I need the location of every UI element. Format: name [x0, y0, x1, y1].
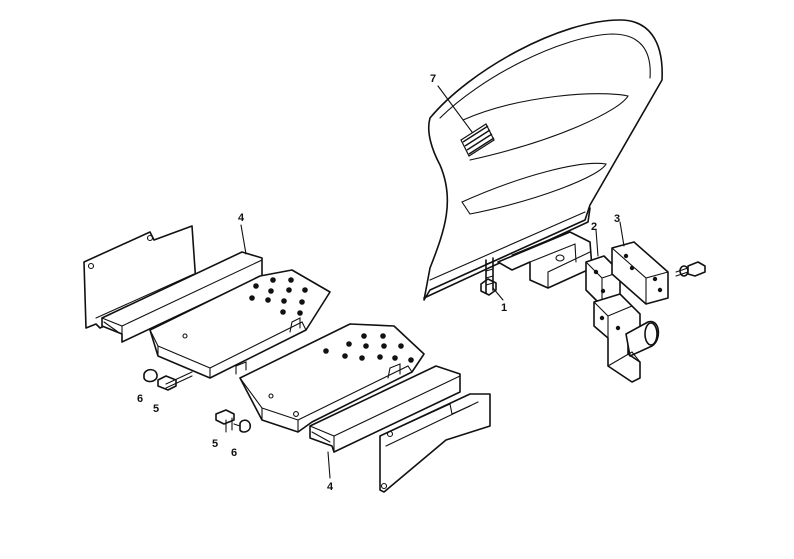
label-part-1: 1 [501, 302, 507, 314]
pivot-bracket [593, 293, 660, 383]
upper-side-cover [83, 225, 197, 329]
seat-back [423, 19, 663, 301]
bolt-part-1 [480, 257, 504, 301]
small-bolt-washer [675, 261, 706, 277]
upper-seat-plate [149, 269, 331, 379]
seat-mount-bracket [497, 231, 593, 289]
label-part-4-lower: 4 [327, 481, 334, 493]
label-part-2: 2 [591, 221, 597, 233]
mounting-plate-part-3 [611, 221, 669, 305]
warning-label-decal [460, 123, 495, 157]
label-part-7: 7 [430, 73, 436, 85]
label-part-6-lower: 6 [231, 447, 237, 459]
label-part-3: 3 [614, 213, 620, 225]
label-part-4-upper: 4 [238, 212, 245, 224]
upper-channel-part-4 [101, 224, 263, 343]
label-part-5-left: 5 [153, 403, 159, 415]
bolt-nut-upper [143, 368, 193, 391]
label-part-5-lower: 5 [212, 438, 218, 450]
lower-channel-part-4 [309, 365, 461, 479]
lower-seat-plate [239, 323, 425, 433]
lower-side-cover [379, 393, 491, 493]
bolt-nut-lower [215, 409, 252, 433]
label-part-6-left: 6 [137, 393, 143, 405]
